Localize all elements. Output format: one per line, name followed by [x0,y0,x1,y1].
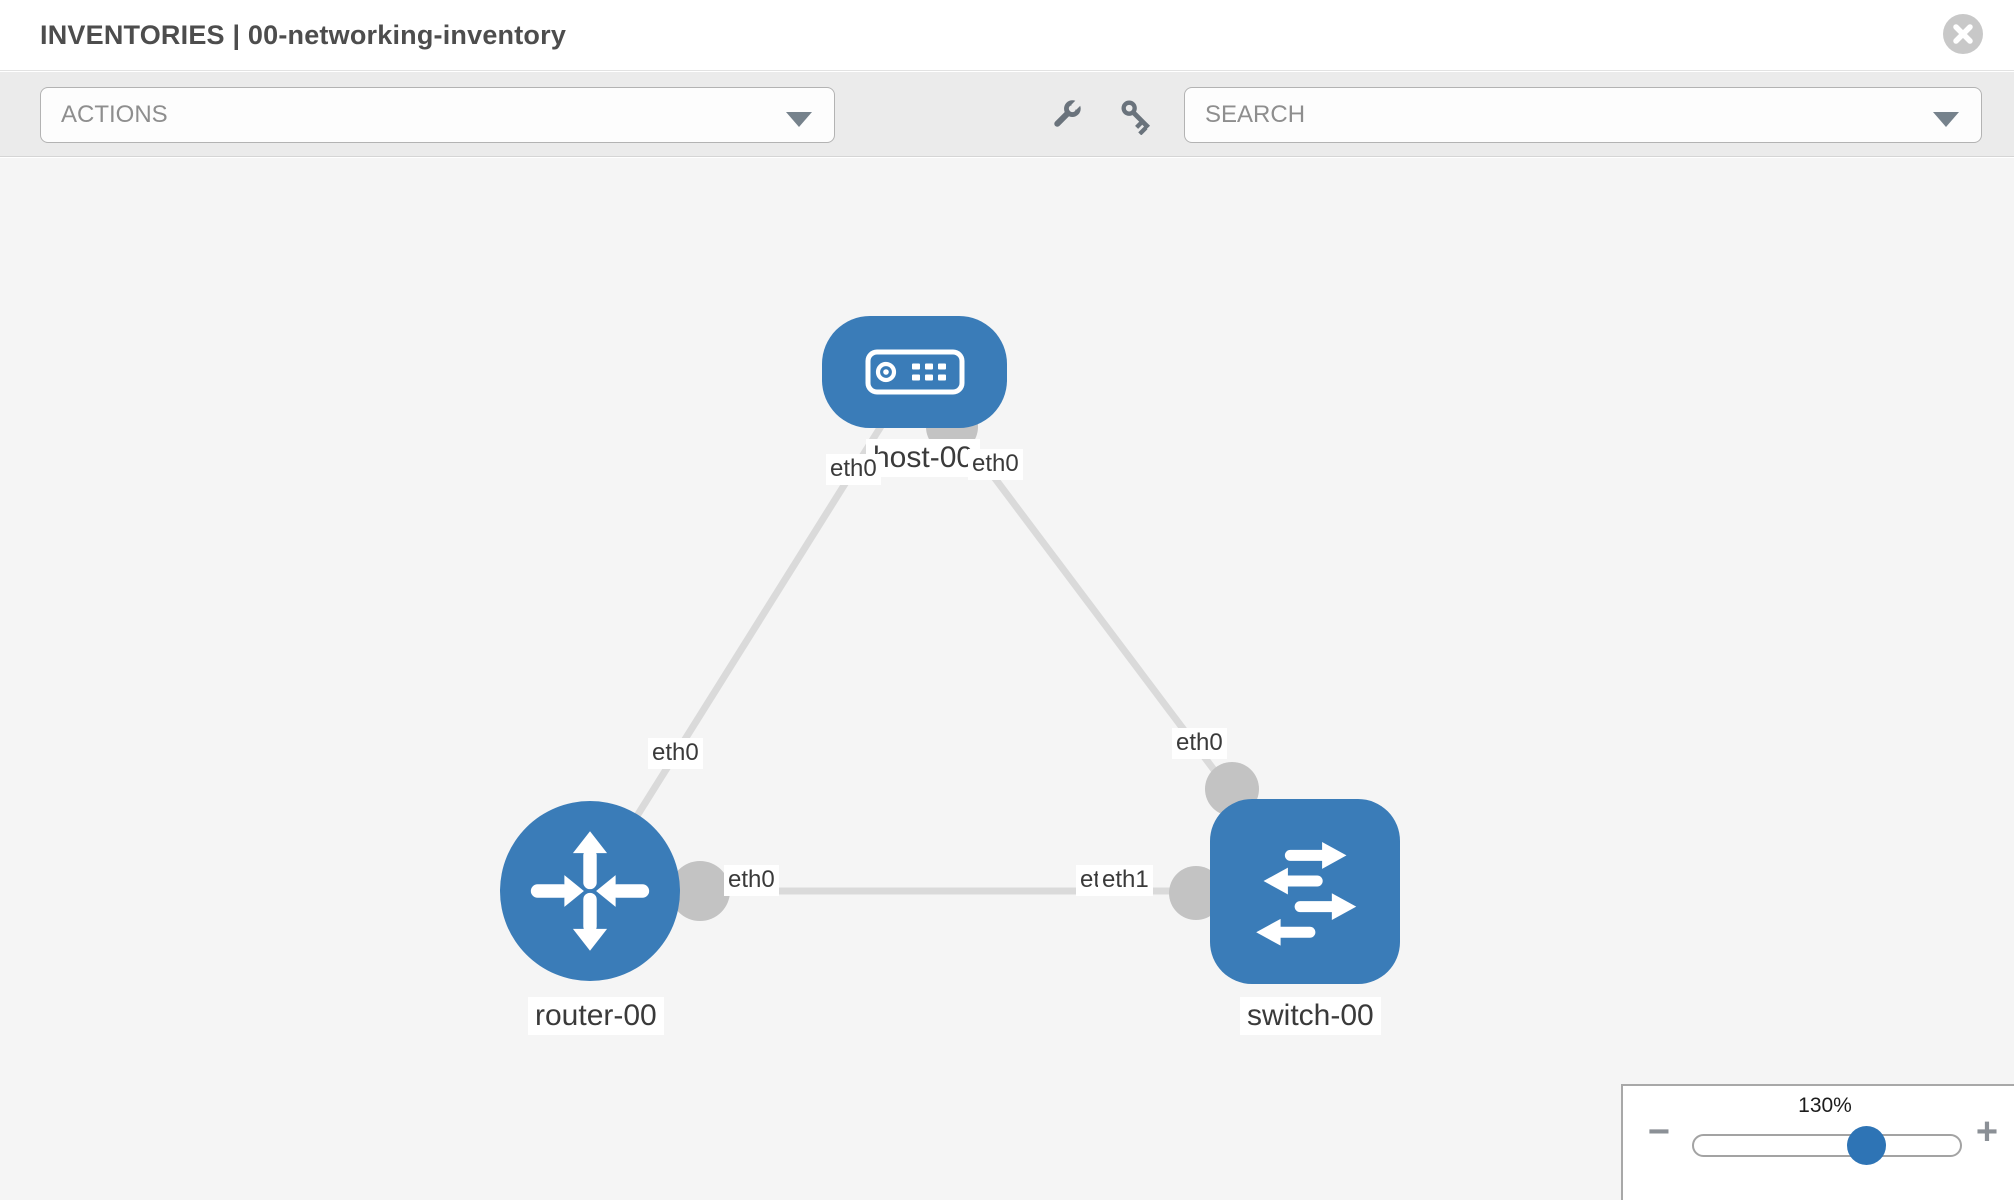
close-button[interactable] [1942,13,1984,55]
interface-label: eth0 [1172,728,1227,759]
node-switch-00[interactable] [1210,799,1400,984]
host-icon [865,349,965,395]
interface-label: eth0 [968,449,1023,480]
interface-label: eth0 [826,454,881,485]
close-icon [1942,13,1984,55]
actions-dropdown-label: ACTIONS [61,101,168,128]
topology-links-layer [587,369,1308,921]
chevron-down-icon [786,112,812,127]
page-title: INVENTORIES | 00-networking-inventory [40,19,567,50]
interface-label: eth0 [724,865,779,896]
interface-label: eth0 [648,738,703,769]
node-label: host-00 [866,439,981,477]
topology-canvas[interactable]: host-00 router-00 switch-00 eth0 eth0 et… [0,158,2014,1200]
wrench-icon [1046,95,1086,135]
interface-port[interactable] [670,861,730,921]
router-icon [529,830,651,952]
node-router-00[interactable] [500,801,680,981]
header: INVENTORIES | 00-networking-inventory [0,0,2014,71]
legend-key-button[interactable] [1116,95,1156,135]
zoom-out-button[interactable]: − [1641,1110,1677,1154]
search-dropdown[interactable]: SEARCH [1184,87,1982,143]
search-placeholder: SEARCH [1205,101,1306,128]
node-host-00[interactable] [822,316,1007,428]
node-label: switch-00 [1240,997,1381,1035]
interface-label: eth1 [1098,865,1153,896]
interface-port[interactable] [1169,866,1223,920]
tools-button[interactable] [1046,95,1086,135]
zoom-panel: 130% − + [1621,1084,2014,1200]
chevron-down-icon [1933,112,1959,127]
zoom-slider-track[interactable] [1692,1134,1962,1157]
actions-dropdown[interactable]: ACTIONS [40,87,835,143]
zoom-level: 130% [1798,1094,1852,1117]
switch-icon [1244,831,1366,953]
zoom-slider-knob[interactable] [1847,1126,1886,1165]
zoom-in-button[interactable]: + [1969,1110,2005,1154]
node-label: router-00 [528,997,664,1035]
key-icon [1116,95,1156,135]
toolbar: ACTIONS [0,72,2014,157]
